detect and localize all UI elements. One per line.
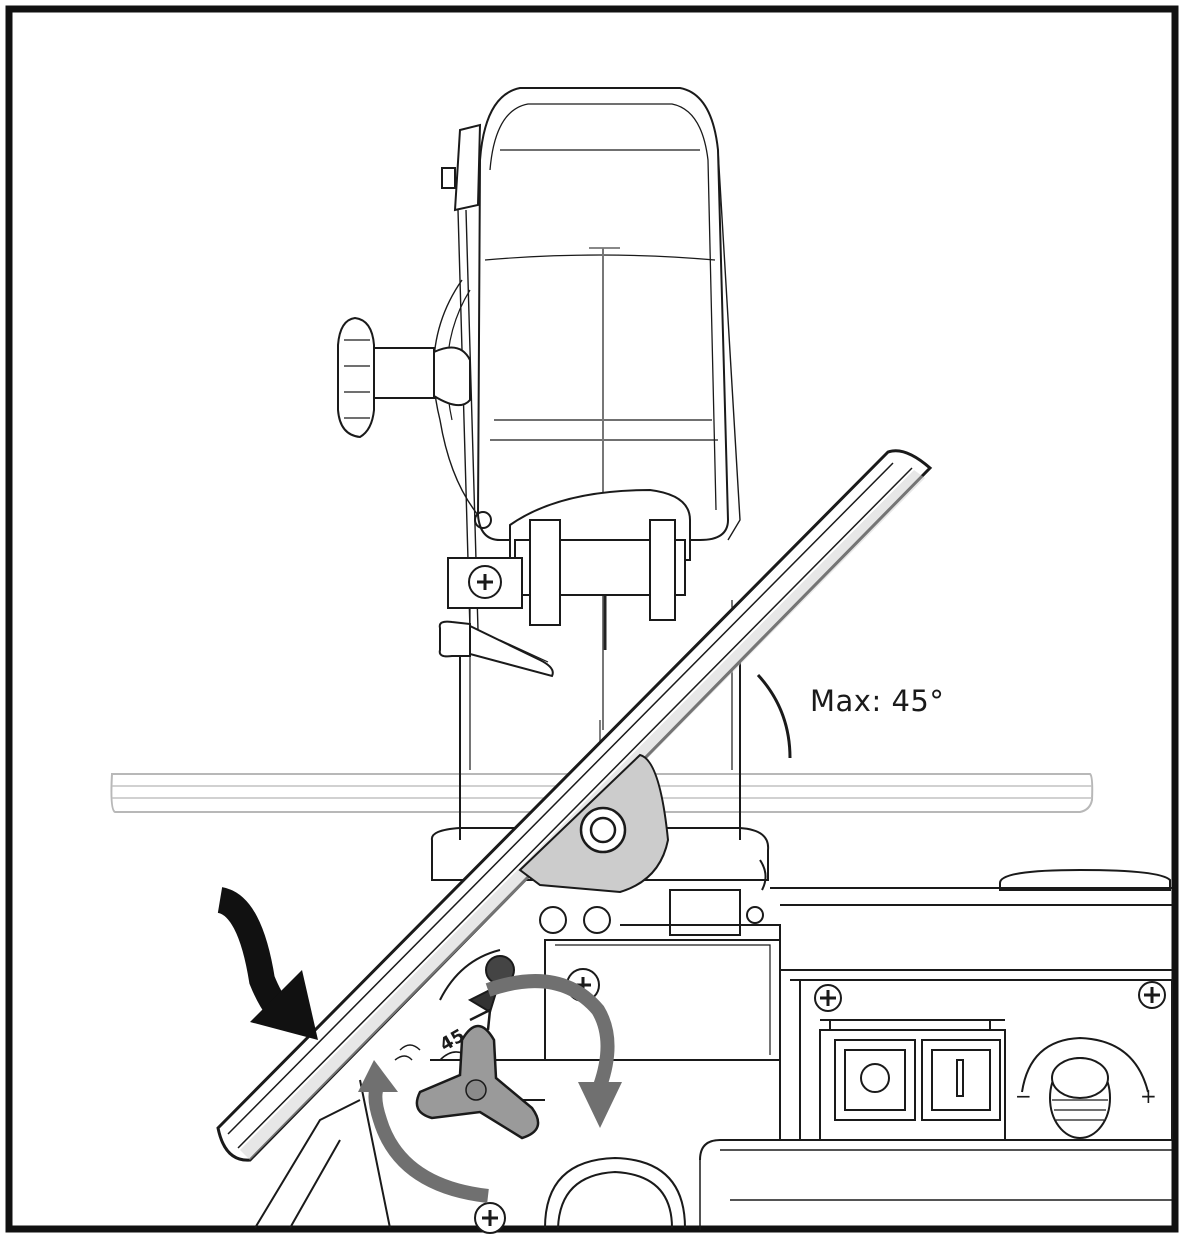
- frame-border: [5, 5, 1179, 1233]
- tilt-direction-arrow: [216, 887, 318, 1040]
- trunnion-bracket: [518, 753, 670, 894]
- blade: [589, 247, 620, 730]
- switch-panel: [699, 969, 1173, 1230]
- max-angle-label: Max: 45°: [810, 684, 945, 718]
- speed-plus-symbol: +: [1140, 1084, 1157, 1108]
- table-lock-knob: [415, 1024, 540, 1140]
- angle-arc: [756, 673, 792, 759]
- blade-guide-knob: [337, 316, 471, 439]
- lower-frame-left: [254, 1059, 780, 1234]
- speed-minus-symbol: −: [1015, 1084, 1032, 1108]
- guide-pointer: [438, 620, 554, 678]
- blade-guide-assembly: [447, 488, 691, 626]
- rotation-arrow-counterclockwise: [358, 1060, 489, 1203]
- rotation-arrow-clockwise: [485, 974, 622, 1128]
